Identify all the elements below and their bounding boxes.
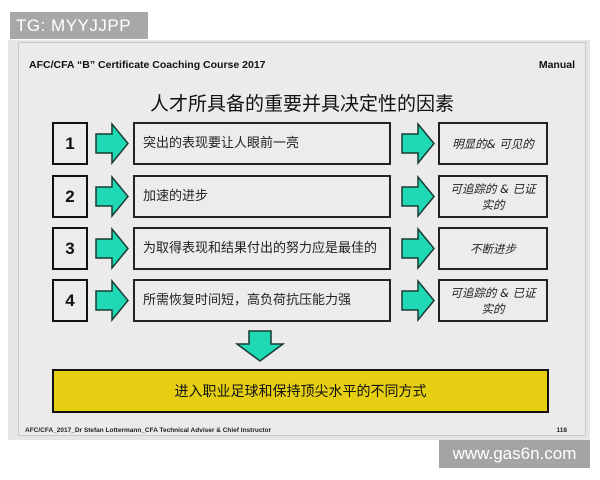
slide-page-number: 118 (556, 427, 568, 434)
factor-number: 3 (52, 227, 88, 270)
watermark-top: TG: MYYJJPP (10, 12, 148, 39)
slide-header-course: AFC/CFA “B” Certificate Coaching Course … (29, 59, 266, 71)
factor-result: 可追踪的 & 已证实的 (438, 175, 548, 218)
factor-number: 4 (52, 279, 88, 322)
factor-text: 突出的表现要让人眼前一亮 (133, 122, 391, 165)
factor-row: 1 突出的表现要让人眼前一亮 明显的& 可见的 (19, 122, 585, 165)
factor-row: 2 加速的进步 可追踪的 & 已证实的 (19, 175, 585, 218)
right-arrow-icon (95, 227, 129, 270)
right-arrow-icon (401, 227, 435, 270)
factor-row: 4 所需恢复时间短，高负荷抗压能力强 可追踪的 & 已证实的 (19, 279, 585, 322)
factor-text: 加速的进步 (133, 175, 391, 218)
factor-text: 为取得表现和结果付出的努力应是最佳的 (133, 227, 391, 270)
slide: AFC/CFA “B” Certificate Coaching Course … (18, 42, 586, 436)
factor-result: 明显的& 可见的 (438, 122, 548, 165)
watermark-bottom: www.gas6n.com (439, 440, 590, 468)
factor-result: 可追踪的 & 已证实的 (438, 279, 548, 322)
slide-header-manual: Manual (538, 59, 575, 71)
factor-number: 2 (52, 175, 88, 218)
right-arrow-icon (95, 175, 129, 218)
slide-footer-author: AFC/CFA_2017_Dr Stefan Lottermann_CFA Te… (25, 427, 272, 434)
factor-text: 所需恢复时间短，高负荷抗压能力强 (133, 279, 391, 322)
right-arrow-icon (95, 279, 129, 322)
slide-title: 人才所具备的重要并具决定性的因素 (149, 93, 454, 115)
factor-result: 不断进步 (438, 227, 548, 270)
right-arrow-icon (401, 175, 435, 218)
right-arrow-icon (95, 122, 129, 165)
conclusion-banner: 进入职业足球和保持顶尖水平的不同方式 (52, 369, 549, 413)
right-arrow-icon (401, 122, 435, 165)
factor-row: 3 为取得表现和结果付出的努力应是最佳的 不断进步 (19, 227, 585, 270)
down-arrow-icon (235, 330, 285, 362)
right-arrow-icon (401, 279, 435, 322)
factor-number: 1 (52, 122, 88, 165)
